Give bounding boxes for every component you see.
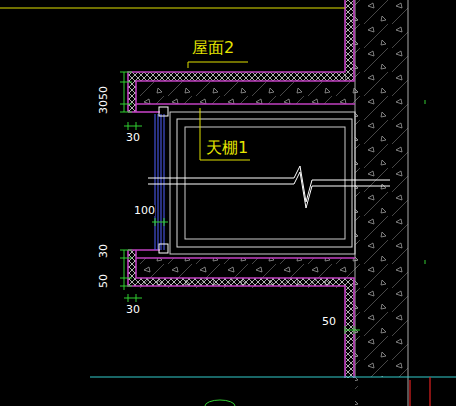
dimension-text: 100	[134, 205, 155, 216]
dimension-text: 30	[98, 244, 109, 258]
dimension-text: 30	[126, 132, 140, 143]
dimension-text: 50	[322, 316, 336, 327]
callout-label: 屋面2	[192, 40, 234, 56]
dimension-text: 30	[98, 100, 109, 114]
dimension-text: 30	[126, 304, 140, 315]
callout-label: 天棚1	[206, 140, 248, 156]
dimension-text: 50	[98, 86, 109, 100]
dimension-text: 50	[98, 274, 109, 288]
